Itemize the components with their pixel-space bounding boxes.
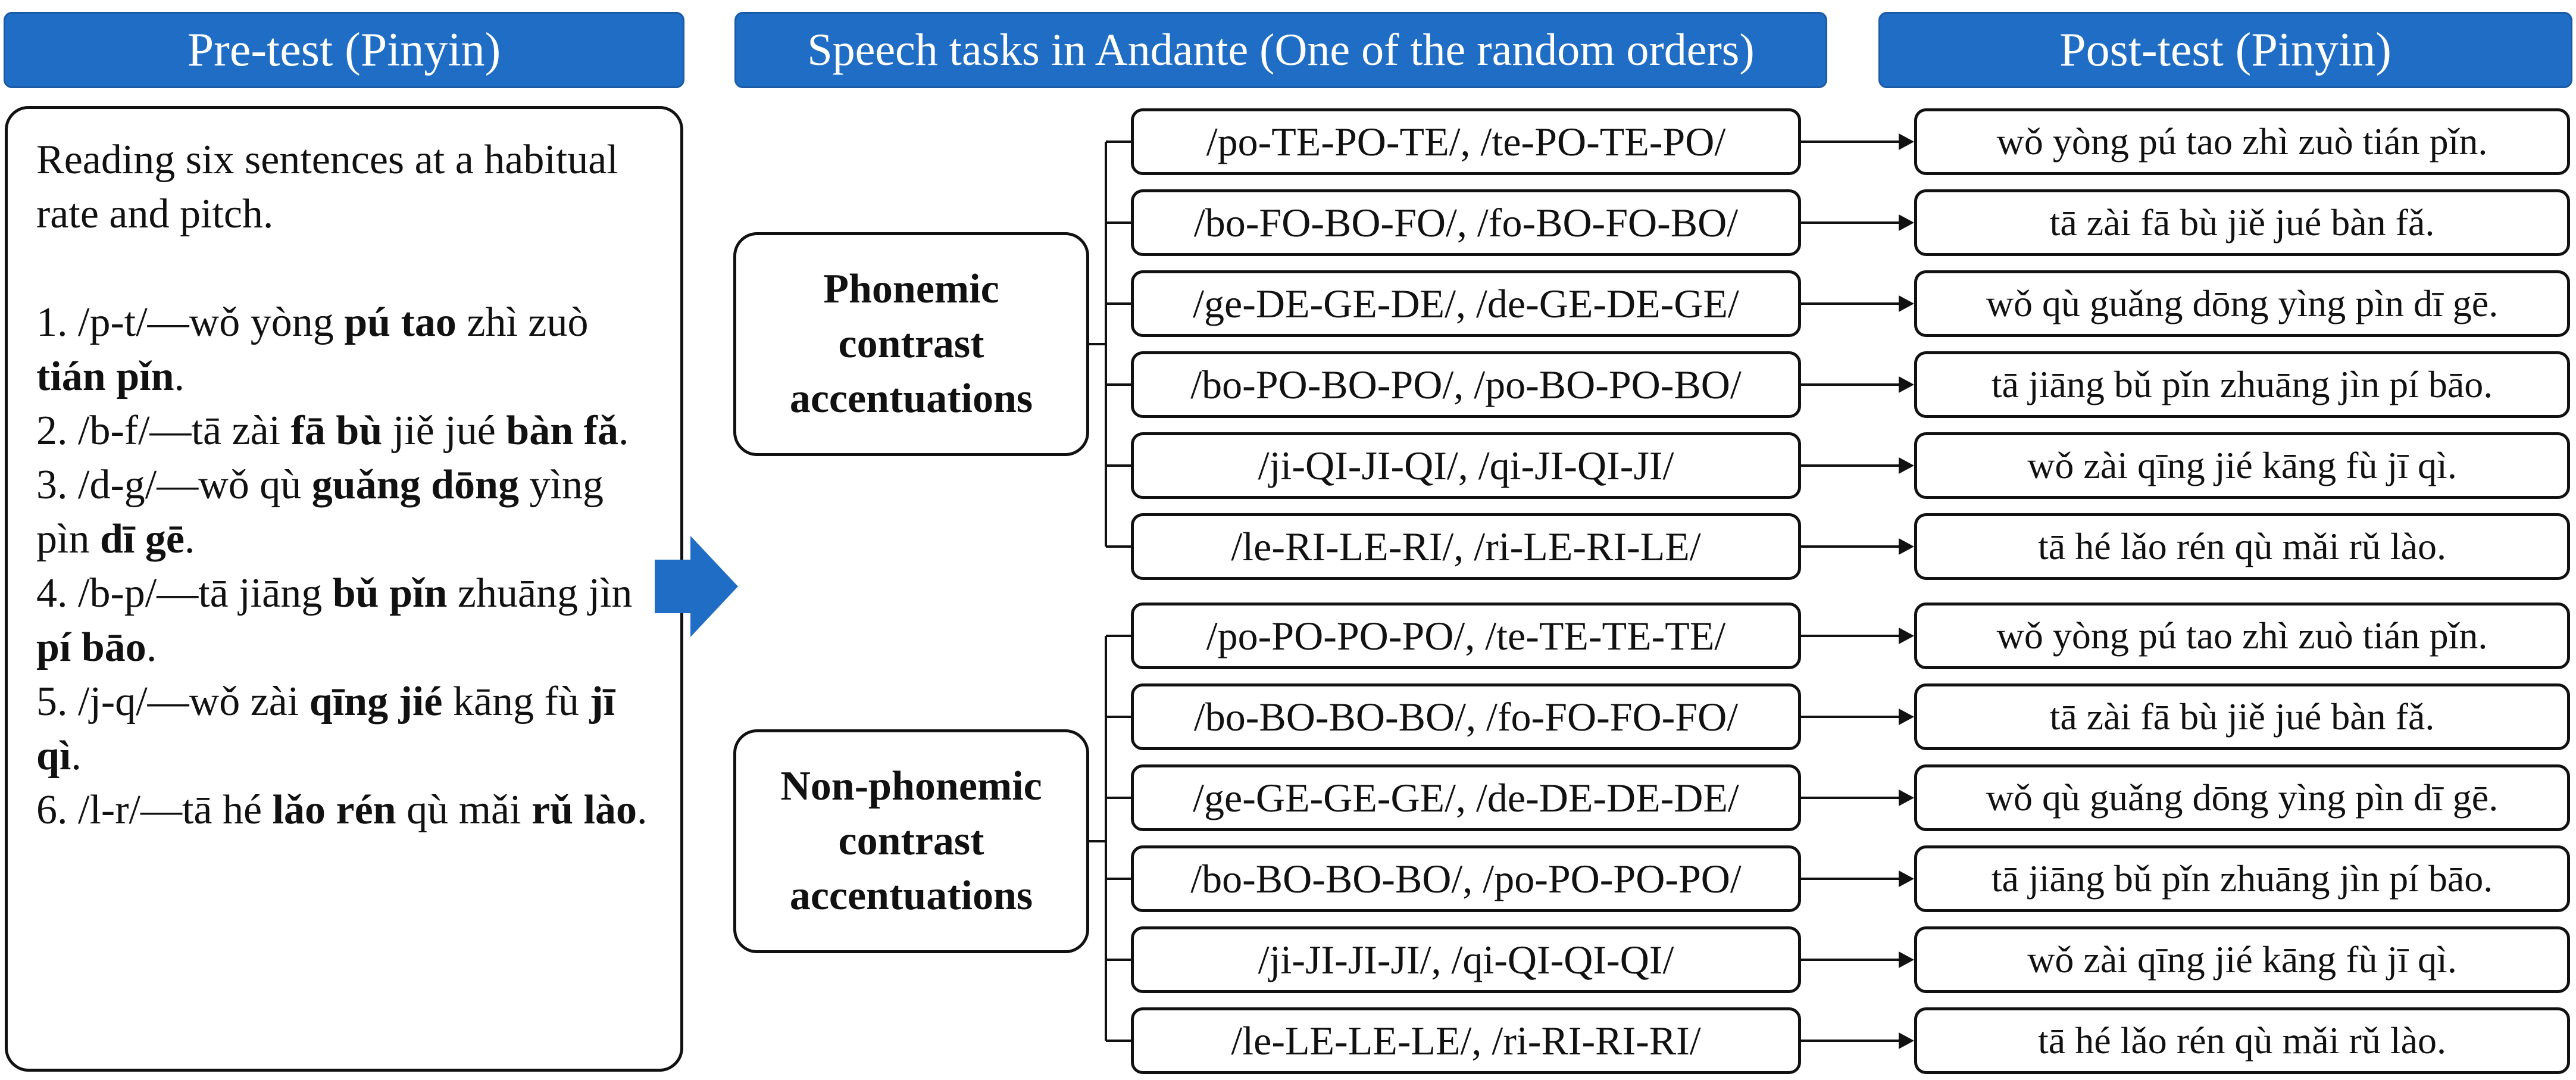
task-box: /ji-QI-JI-QI/, /qi-JI-QI-JI/	[1131, 432, 1801, 499]
item-text: jiě jué	[382, 408, 507, 454]
posttest-box: wǒ yòng pú tao zhì zuò tián pǐn.	[1914, 603, 2570, 669]
posttest-box: tā hé lǎo rén qù mǎi rǔ lào.	[1914, 513, 2570, 580]
pretest-item: 3. /d-g/—wǒ qù guǎng dōng yìng pìn dī gē…	[36, 458, 662, 566]
item-bold: pú tao	[344, 299, 457, 345]
task-box: /bo-BO-BO-BO/, /fo-FO-FO-FO/	[1131, 683, 1801, 750]
category-label: accentuations	[789, 873, 1033, 919]
arrow-head-icon	[1899, 789, 1914, 806]
item-text: yìng pìn	[36, 462, 604, 562]
item-text: .	[71, 733, 82, 779]
pretest-intro: Reading six sentences at a habitual rate…	[36, 137, 618, 237]
phonemic-category: Phonemic contrast accentuations	[733, 232, 1089, 456]
pretest-header: Pre-test (Pinyin)	[4, 12, 684, 88]
item-text: 3. /d-g/—wǒ qù	[36, 462, 312, 508]
arrow-head-icon	[1899, 457, 1914, 474]
category-label: Non-phonemic	[780, 763, 1042, 809]
posttest-box: wǒ zài qīng jié kāng fù jī qì.	[1914, 432, 2570, 499]
posttest-box: wǒ yòng pú tao zhì zuò tián pǐn.	[1914, 108, 2570, 175]
item-text: .	[184, 516, 195, 562]
item-text: qù mǎi	[396, 787, 532, 833]
posttest-box: tā zài fā bù jiě jué bàn fǎ.	[1914, 189, 2570, 256]
category-label: accentuations	[789, 376, 1033, 422]
item-text: 4. /b-p/—tā jiāng	[36, 570, 333, 616]
arrow-head-icon	[1899, 628, 1914, 644]
item-bold: qīng jié	[309, 679, 443, 725]
task-box: /bo-BO-BO-BO/, /po-PO-PO-PO/	[1131, 845, 1801, 912]
item-text: kāng fù	[442, 679, 590, 725]
item-text: .	[146, 625, 157, 670]
item-text: zhuāng jìn	[447, 570, 633, 616]
posttest-box: tā jiāng bǔ pǐn zhuāng jìn pí bāo.	[1914, 351, 2570, 418]
item-bold: jī qì	[36, 679, 615, 779]
task-box: /bo-FO-BO-FO/, /fo-BO-FO-BO/	[1131, 189, 1801, 256]
arrow-head-icon	[1899, 214, 1914, 231]
item-bold: rǔ lào	[532, 787, 637, 833]
task-box: /ge-DE-GE-DE/, /de-GE-DE-GE/	[1131, 270, 1801, 337]
task-box: /le-RI-LE-RI/, /ri-LE-RI-LE/	[1131, 513, 1801, 580]
pretest-item: 6. /l-r/—tā hé lǎo rén qù mǎi rǔ lào.	[36, 783, 662, 837]
pretest-item: 5. /j-q/—wǒ zài qīng jié kāng fù jī qì.	[36, 675, 662, 783]
pretest-item: 2. /b-f/—tā zài fā bù jiě jué bàn fǎ.	[36, 404, 662, 458]
posttest-box: wǒ qù guǎng dōng yìng pìn dī gē.	[1914, 270, 2570, 337]
task-box: /po-TE-PO-TE/, /te-PO-TE-PO/	[1131, 108, 1801, 175]
category-label: Phonemic	[823, 266, 999, 312]
speech-tasks-header: Speech tasks in Andante (One of the rand…	[734, 12, 1827, 88]
item-text: 5. /j-q/—wǒ zài	[36, 679, 310, 725]
item-bold: pí bāo	[36, 625, 146, 670]
task-box: /ge-GE-GE-GE/, /de-DE-DE-DE/	[1131, 764, 1801, 831]
item-bold: bǔ pǐn	[332, 570, 448, 616]
item-bold: bàn fǎ	[506, 408, 618, 454]
item-bold: lǎo rén	[272, 787, 396, 833]
arrow-head-icon	[1899, 708, 1914, 725]
pretest-item: 4. /b-p/—tā jiāng bǔ pǐn zhuāng jìn pí b…	[36, 566, 662, 675]
item-text: 2. /b-f/—tā zài	[36, 408, 291, 454]
item-text: .	[637, 787, 648, 833]
item-bold: guǎng dōng	[311, 462, 519, 508]
right-arrow-icon	[655, 536, 738, 637]
arrow-head-icon	[1899, 538, 1914, 555]
item-bold: tián pǐn	[36, 354, 174, 399]
item-text: .	[174, 354, 185, 399]
item-bold: fā bù	[290, 408, 383, 454]
arrow-head-icon	[1899, 133, 1914, 150]
posttest-box: tā zài fā bù jiě jué bàn fǎ.	[1914, 683, 2570, 750]
arrow-head-icon	[1899, 376, 1914, 393]
task-box: /bo-PO-BO-PO/, /po-BO-PO-BO/	[1131, 351, 1801, 418]
category-label: contrast	[838, 321, 984, 367]
posttest-box: wǒ zài qīng jié kāng fù jī qì.	[1914, 926, 2570, 993]
item-text: zhì zuò	[456, 299, 589, 345]
arrow-head-icon	[1899, 870, 1914, 887]
posttest-header: Post-test (Pinyin)	[1878, 12, 2572, 88]
arrow-head-icon	[1899, 951, 1914, 968]
item-text: .	[618, 408, 629, 454]
arrow-head-icon	[1899, 1032, 1914, 1049]
posttest-box: wǒ qù guǎng dōng yìng pìn dī gē.	[1914, 764, 2570, 831]
item-bold: dī gē	[99, 516, 185, 562]
pretest-item: 1. /p-t/—wǒ yòng pú tao zhì zuò tián pǐn…	[36, 295, 662, 404]
task-box: /ji-JI-JI-JI/, /qi-QI-QI-QI/	[1131, 926, 1801, 993]
nonphonemic-category: Non-phonemic contrast accentuations	[733, 729, 1089, 953]
pretest-box: Reading six sentences at a habitual rate…	[5, 106, 683, 1072]
item-text: 1. /p-t/—wǒ yòng	[36, 299, 345, 345]
task-box: /le-LE-LE-LE/, /ri-RI-RI-RI/	[1131, 1007, 1801, 1074]
task-box: /po-PO-PO-PO/, /te-TE-TE-TE/	[1131, 603, 1801, 669]
category-label: contrast	[838, 818, 984, 864]
posttest-box: tā jiāng bǔ pǐn zhuāng jìn pí bāo.	[1914, 845, 2570, 912]
item-text: 6. /l-r/—tā hé	[36, 787, 273, 833]
posttest-box: tā hé lǎo rén qù mǎi rǔ lào.	[1914, 1007, 2570, 1074]
arrow-head-icon	[1899, 295, 1914, 312]
